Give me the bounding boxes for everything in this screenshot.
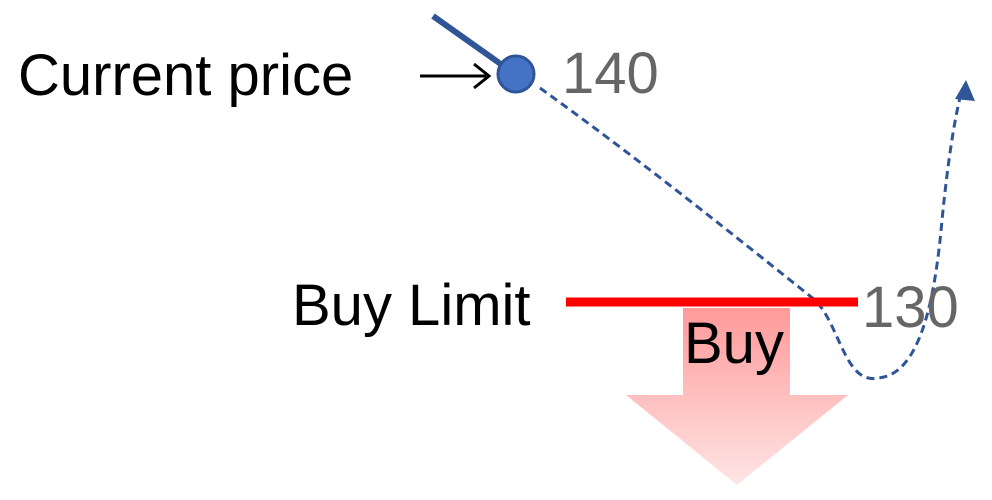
price-history-line xyxy=(431,13,514,75)
projected-path-arrowhead-icon xyxy=(955,80,975,101)
buy-limit-label: Buy Limit xyxy=(292,273,531,338)
buy-label: Buy xyxy=(684,311,784,376)
current-price-label: Current price xyxy=(18,43,353,108)
current-price-dot xyxy=(496,54,536,94)
projected-price-path xyxy=(539,86,964,380)
current-price-value: 140 xyxy=(562,41,659,106)
buy-arrow xyxy=(626,308,848,485)
current-price-pointer-arrowhead-icon xyxy=(473,62,492,90)
buy-limit-value: 130 xyxy=(862,275,959,340)
